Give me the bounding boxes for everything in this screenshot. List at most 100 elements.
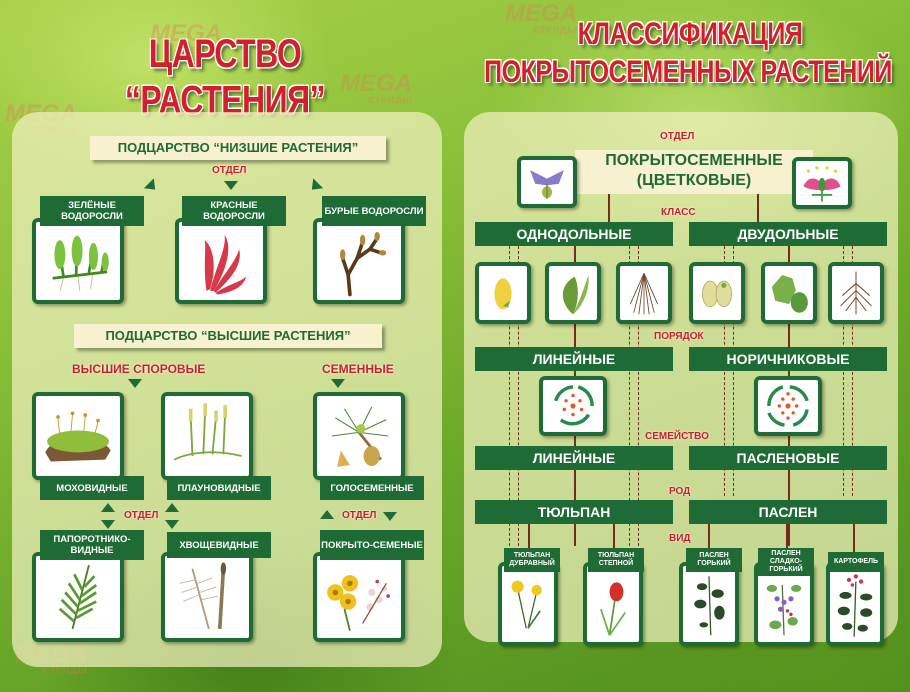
green-algae-tag: ЗЕЛЁНЫЕ ВОДОРОСЛИ [40, 196, 144, 226]
page-title-right-line1: КЛАССИФИКАЦИЯ [577, 16, 803, 52]
division-name-box [575, 150, 813, 194]
tree-connector [843, 246, 844, 496]
tree-connector [786, 524, 788, 552]
monocot-leaf-card [545, 262, 601, 324]
seed-plants-label: СЕМЕННЫЕ [322, 362, 394, 376]
spore-plants-label: ВЫСШИЕ СПОРОВЫЕ [72, 362, 206, 376]
class-level-label: КЛАСС [661, 207, 696, 218]
flowering-plant-illustration [327, 575, 390, 631]
species-tag-oak-tulip: ТЮЛЬПАН ДУБРАВНЫЙ [504, 548, 560, 572]
subkingdom-lower-header: ПОДЦАРСТВО “НИЗШИЕ РАСТЕНИЯ” [90, 136, 386, 160]
class-monocots: ОДНОДОЛЬНЫЕ [475, 222, 673, 246]
species-tag-steppe-tulip: ТЮЛЬПАН СТЕПНОЙ [588, 548, 644, 572]
flowering-card [313, 552, 405, 642]
order-liliales: ЛИНЕЙНЫЕ [475, 347, 673, 371]
arrow-up-icon [320, 510, 334, 519]
gymnosperm-tag: ГОЛОСЕМЕННЫЕ [320, 476, 424, 500]
family-solanaceae: ПАСЛЕНОВЫЕ [689, 446, 887, 470]
tree-connector [852, 246, 853, 496]
division-level-label: ОТДЕЛ [660, 131, 695, 142]
monocot-seed-card [475, 262, 531, 324]
pine-card [313, 392, 405, 480]
arrow-down-icon [128, 379, 142, 388]
division-label: ОТДЕЛ [212, 165, 247, 176]
bittersweet-illustration [766, 584, 802, 636]
tree-connector [629, 246, 630, 546]
dicot-leaf-card [761, 262, 817, 324]
family-level-label: СЕМЕЙСТВО [645, 431, 709, 442]
subkingdom-higher-header: ПОДЦАРСТВО “ВЫСШИЕ РАСТЕНИЯ” [74, 324, 382, 348]
order-level-label: ПОРЯДОК [654, 331, 704, 342]
red-algae-illustration [204, 234, 247, 295]
green-algae-illustration [52, 235, 109, 292]
fern-tag: ПАПОРОТНИКО-ВИДНЫЕ [40, 530, 144, 560]
arrow-up-icon [101, 503, 115, 512]
fibrous-root-card [616, 262, 672, 324]
red-tulip-illustration [600, 582, 626, 636]
arrow-up-icon [165, 503, 179, 512]
clubmoss-tag: ПЛАУНОВИДНЫЕ [167, 476, 271, 500]
genus-solanum: ПАСЛЕН [689, 500, 887, 524]
lily-floral-diagram-icon [553, 385, 594, 426]
green-algae-card [32, 218, 124, 304]
arrow-down-icon [165, 520, 179, 529]
genus-level-label: РОД [669, 486, 691, 497]
nightshade-floral-diagram-icon [767, 385, 809, 427]
nightshade-illustration [694, 576, 725, 636]
species-card-bittersweet [754, 562, 814, 646]
tree-connector [708, 524, 710, 552]
species-tag-bittersweet-nightshade: ПАСЛЕН СЛАДКО-ГОРЬКИЙ [758, 548, 814, 576]
arrow-down-icon [224, 181, 238, 190]
fern-card [32, 552, 124, 642]
horsetail-tag: ХВОЩЕВИДНЫЕ [167, 532, 271, 558]
taproot-icon [840, 271, 872, 315]
tree-connector [724, 246, 725, 496]
tree-connector [638, 246, 639, 546]
tree-connector [608, 194, 610, 222]
dicot-leaf-icon [771, 275, 808, 313]
dicot-flower-icon [803, 166, 841, 202]
dicot-seed-icon [702, 280, 732, 308]
species-card-nightshade [679, 562, 739, 646]
tree-connector [613, 524, 615, 552]
brown-algae-illustration [339, 231, 387, 297]
red-algae-card [175, 218, 267, 304]
genus-tulipa: ТЮЛЬПАН [475, 500, 673, 524]
potato-plant-illustration [837, 574, 873, 637]
tree-connector [853, 524, 855, 552]
monocot-flower-icon [530, 170, 564, 199]
monocot-leaf-icon [562, 275, 589, 315]
division-label: ОТДЕЛ [342, 510, 377, 521]
tree-connector [518, 246, 519, 546]
pine-illustration [331, 406, 389, 467]
fern-illustration [58, 564, 98, 630]
division-name-line1: ПОКРЫТОСЕМЕННЫЕ [605, 152, 783, 169]
species-level-label: ВИД [669, 533, 691, 544]
brown-algae-tag: БУРЫЕ ВОДОРОСЛИ [322, 196, 426, 226]
taproot-card [828, 262, 884, 324]
brown-algae-card [313, 218, 405, 304]
monocot-flower-card [517, 156, 577, 208]
page-title-right-line2: ПОКРЫТОСЕМЕННЫХ РАСТЕНИЙ [484, 54, 892, 90]
division-name-line2: (ЦВЕТКОВЫЕ) [636, 172, 752, 189]
dicot-seed-card [689, 262, 745, 324]
arrow-down-icon [383, 512, 397, 521]
nightshade-floral-diagram-card [754, 376, 822, 436]
species-card-red-tulip [583, 562, 643, 646]
angiosperm-tag: ПОКРЫТО-СЕМЕНЫЕ [320, 530, 424, 560]
horsetail-illustration [179, 562, 227, 630]
species-card-yellow-tulip [498, 562, 558, 646]
class-dicots: ДВУДОЛЬНЫЕ [689, 222, 887, 246]
tree-connector [757, 194, 759, 222]
clubmoss-card [161, 392, 253, 480]
family-liliaceae: ЛИНЕЙНЫЕ [475, 446, 673, 470]
lily-floral-diagram-card [539, 376, 607, 436]
moss-illustration [45, 411, 111, 462]
tree-connector [509, 246, 510, 546]
species-tag-bitter-nightshade: ПАСЛЕН ГОРЬКИЙ [686, 548, 742, 572]
tree-connector [733, 246, 734, 496]
species-tag-potato: КАРТОФЕЛЬ [828, 552, 884, 572]
moss-tag: МОХОВИДНЫЕ [40, 476, 144, 500]
order-scrophulariales: НОРИЧНИКОВЫЕ [689, 347, 887, 371]
yellow-tulip-illustration [511, 580, 542, 629]
